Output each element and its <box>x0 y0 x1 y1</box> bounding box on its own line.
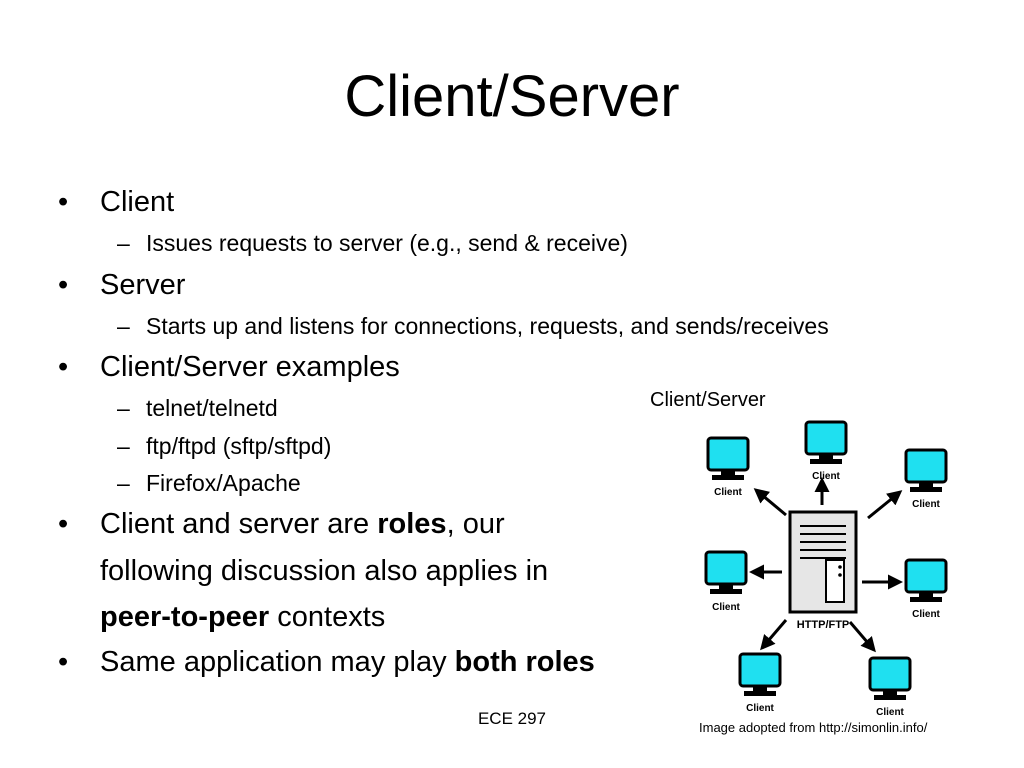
dash-glyph: – <box>117 313 130 339</box>
slide-footer: ECE 297 <box>477 709 547 728</box>
client-left: Client <box>704 550 748 613</box>
client-label: Client <box>876 707 904 715</box>
bullet-examples: • Client/Server examples <box>58 349 400 385</box>
subbullet-server-listens: –Starts up and listens for connections, … <box>117 311 829 341</box>
contexts-text: contexts <box>269 601 386 633</box>
client-top: Client <box>804 420 848 482</box>
client-top-right: Client <box>904 448 948 510</box>
client-bottom-right: Client <box>868 656 912 715</box>
client-label: Client <box>714 487 742 498</box>
peer-to-peer-bold: peer-to-peer <box>100 601 270 633</box>
bullet-roles: • Client and server are roles, our <box>58 506 505 542</box>
client-bottom-left: Client <box>738 652 782 714</box>
bullet-glyph: • <box>58 508 69 540</box>
client-label: Client <box>712 602 740 613</box>
bullet-both-roles: • Same application may play both roles <box>58 644 595 680</box>
dash-glyph: – <box>117 433 130 459</box>
image-credit: Image adopted from http://simonlin.info/ <box>699 720 928 735</box>
dash-glyph: – <box>117 230 130 256</box>
subbullet-firefox: –Firefox/Apache <box>117 468 301 498</box>
subbullet-telnet: –telnet/telnetd <box>117 393 278 423</box>
subbullet-text: telnet/telnetd <box>146 395 278 421</box>
bullet-text: Client/Server examples <box>100 351 400 383</box>
server-icon <box>788 510 858 614</box>
both-text-bold: both roles <box>454 646 595 678</box>
slide-title: Client/Server <box>344 64 680 129</box>
bullet-text: Client <box>100 186 175 218</box>
client-label: Client <box>746 703 774 714</box>
diagram-caption: Client/Server <box>650 389 766 411</box>
client-label: Client <box>912 499 940 510</box>
client-label: Client <box>912 609 940 620</box>
client-top-left: Client <box>706 436 750 498</box>
subbullet-text: ftp/ftpd (sftp/sftpd) <box>146 433 332 459</box>
server-label: HTTP/FTP <box>797 619 850 631</box>
subbullet-client-requests: –Issues requests to server (e.g., send &… <box>117 228 628 258</box>
dash-glyph: – <box>117 470 130 496</box>
bullet-glyph: • <box>58 351 69 383</box>
subbullet-ftp: –ftp/ftpd (sftp/sftpd) <box>117 431 331 461</box>
bullet-roles-line3: peer-to-peer contexts <box>100 599 385 635</box>
subbullet-text: Starts up and listens for connections, r… <box>146 313 829 339</box>
bullet-client: • Client <box>58 184 174 220</box>
client-label: Client <box>812 471 840 482</box>
both-text-pre: Same application may play <box>100 646 455 678</box>
client-right: Client <box>904 558 948 620</box>
bullet-roles-line2: following discussion also applies in <box>100 555 549 587</box>
subbullet-text: Firefox/Apache <box>146 470 301 496</box>
dash-glyph: – <box>117 395 130 421</box>
roles-text-post: , our <box>446 508 505 540</box>
bullet-text: Server <box>100 269 186 301</box>
bullet-glyph: • <box>58 269 69 301</box>
roles-text-bold: roles <box>377 508 447 540</box>
connection-arrows <box>749 477 903 653</box>
bullet-glyph: • <box>58 186 69 218</box>
bullet-glyph: • <box>58 646 69 678</box>
client-server-diagram: HTTP/FTP Client Client Client Client Cli… <box>704 420 948 715</box>
subbullet-text: Issues requests to server (e.g., send & … <box>146 230 628 256</box>
bullet-server: • Server <box>58 267 185 303</box>
roles-text-pre: Client and server are <box>100 508 378 540</box>
